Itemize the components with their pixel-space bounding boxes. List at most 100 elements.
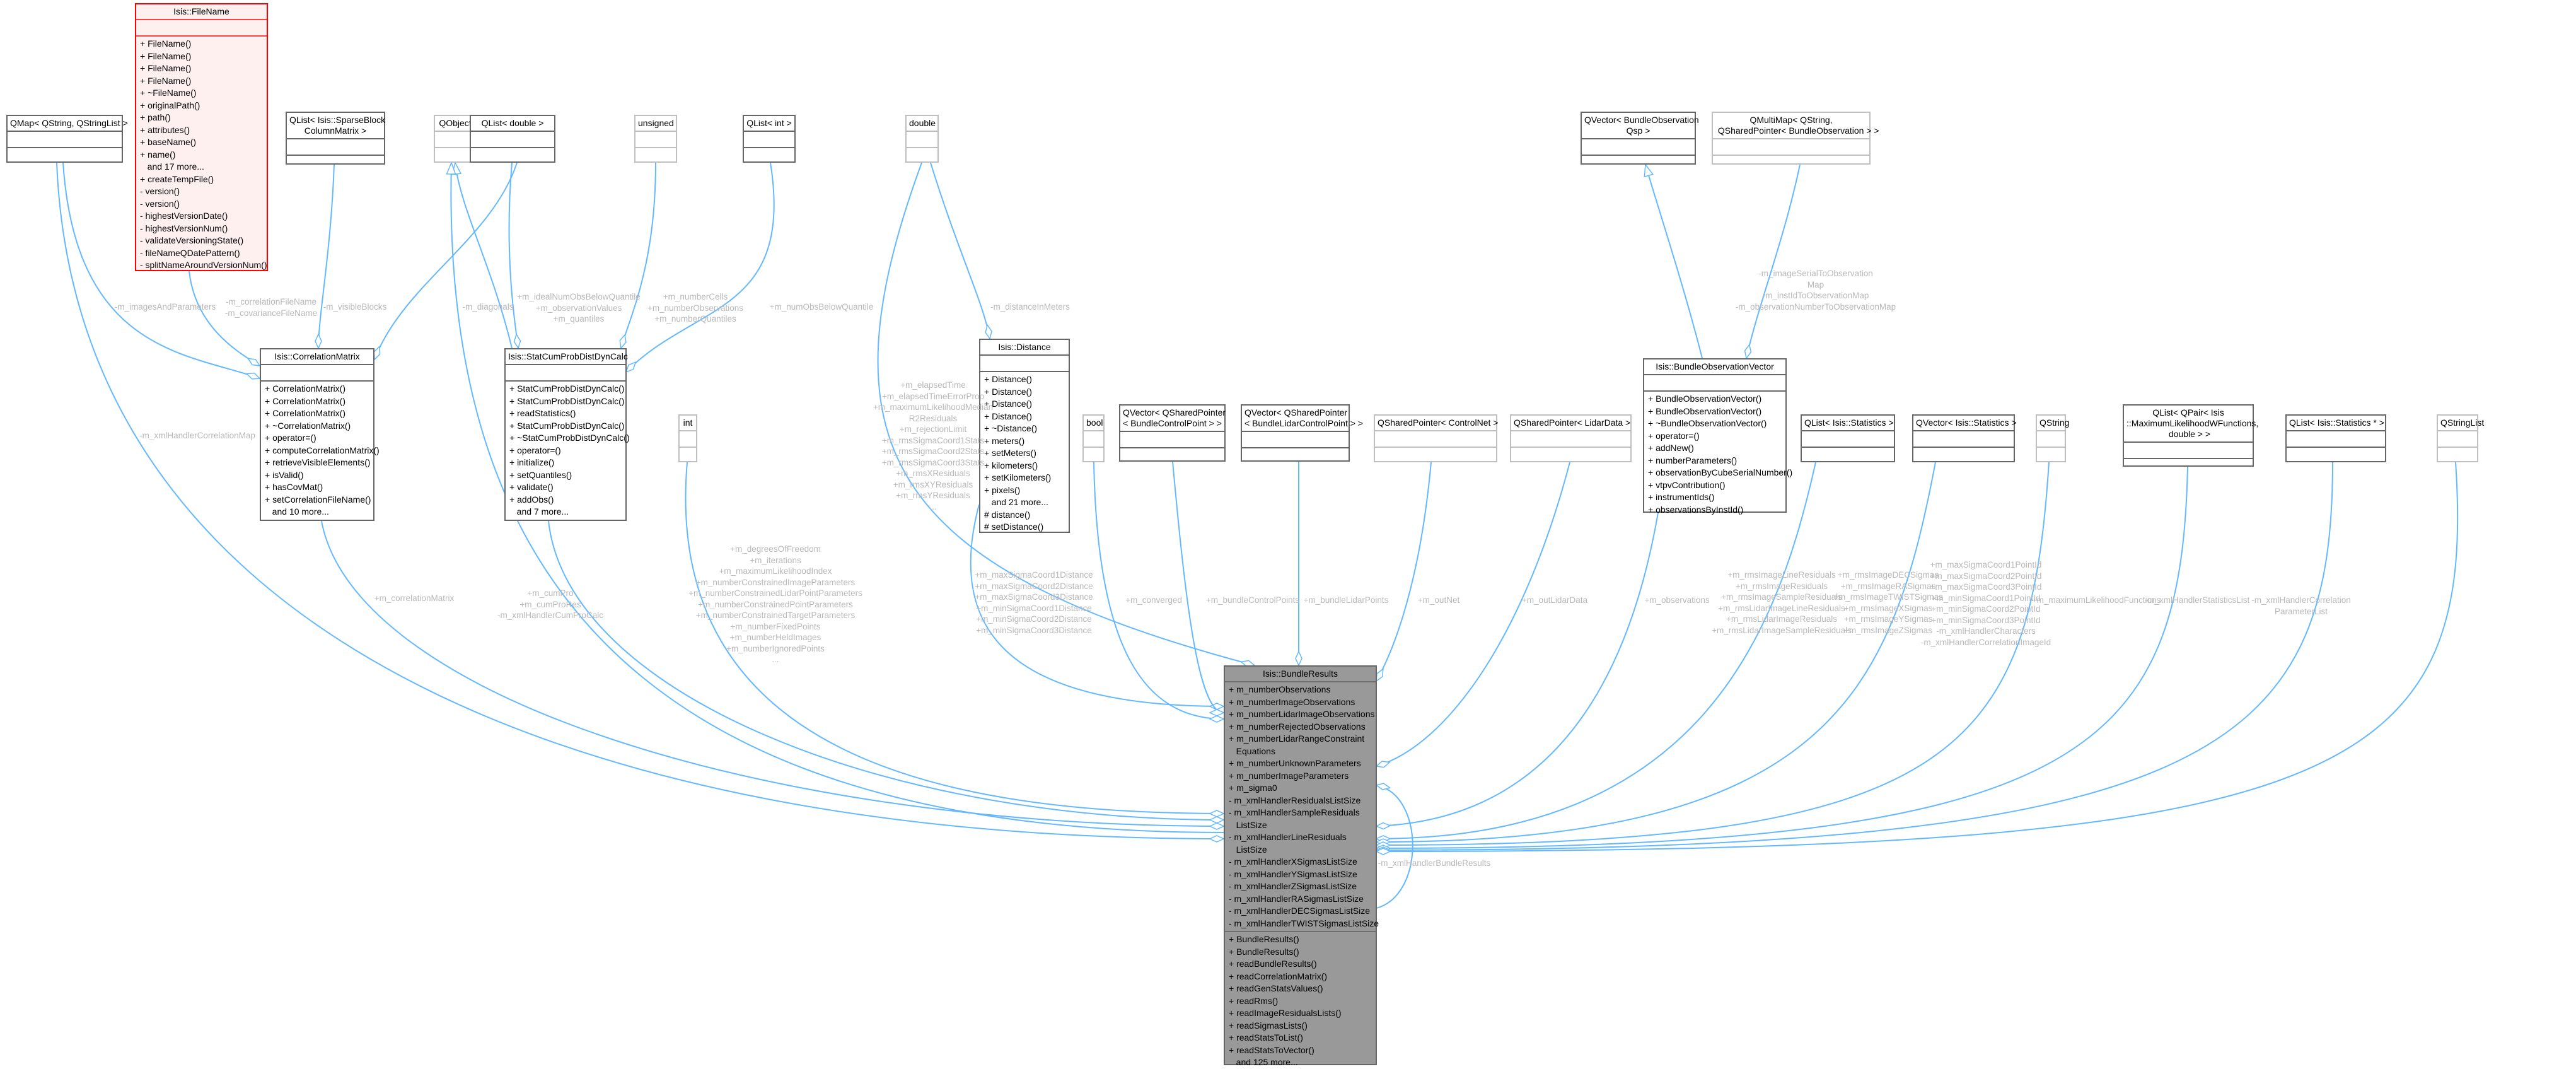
class-attribute: - m_xmlHandlerXSigmasListSize (1229, 856, 1357, 867)
class-node-qmultimap[interactable]: QMultiMap< QString, QSharedPointer< Bund… (1712, 112, 1879, 165)
class-node-unsigned[interactable]: unsigned (634, 115, 677, 163)
class-attribute: - m_xmlHandlerSampleResiduals ListSize (1229, 807, 1360, 830)
class-node-qvector-statistics[interactable]: QVector< Isis::Statistics > (1912, 414, 2017, 462)
class-node-qstringlist[interactable]: QStringList (2437, 414, 2484, 462)
class-node-statcumprobdistdyncalc[interactable]: Isis::StatCumProbDistDynCalc+ StatCumPro… (504, 348, 630, 521)
class-methods-section (471, 147, 554, 163)
class-method: + readCorrelationMatrix() (1229, 971, 1327, 981)
class-methods-section (635, 147, 676, 163)
class-methods-section (1120, 447, 1224, 464)
class-node-qmap[interactable]: QMap< QString, QStringList > (6, 115, 128, 163)
class-attributes-section (744, 131, 794, 147)
class-method: + baseName() (140, 137, 197, 147)
class-node-bundle-results[interactable]: Isis::BundleResults+ m_numberObservation… (1224, 665, 1379, 1067)
class-attributes-section (1802, 430, 1894, 447)
class-node-correlation-matrix[interactable]: Isis::CorrelationMatrix+ CorrelationMatr… (260, 348, 380, 521)
class-attributes-section (680, 430, 696, 447)
edge-label-bundle-lidar-points: +m_bundleLidarPoints (1303, 595, 1389, 605)
class-node-bundle-observation-vector[interactable]: Isis::BundleObservationVector+ BundleObs… (1643, 358, 1793, 515)
class-node-bool[interactable]: bool (1082, 414, 1105, 462)
class-node-qstring[interactable]: QString (2036, 414, 2070, 462)
class-node-shared-pointer-lidardata[interactable]: QSharedPointer< LidarData > (1510, 414, 1632, 462)
class-attribute: - m_xmlHandlerRASigmasListSize (1229, 893, 1364, 904)
class-methods-section (1511, 447, 1630, 463)
edge-label-maximum-likelihood-functions: +m_maximumLikelihoodFunctions (2031, 595, 2161, 605)
class-method: + StatCumProbDistDynCalc() (509, 420, 625, 431)
class-attribute: + m_numberObservations (1229, 684, 1331, 694)
class-methods-section (1713, 155, 1869, 171)
class-attributes-section (1120, 431, 1224, 447)
class-title: QString (2039, 418, 2070, 428)
class-node-qvector-bundle-lidar-control-point[interactable]: QVector< QSharedPointer < BundleLidarCon… (1241, 404, 1363, 462)
class-methods-section (435, 147, 475, 163)
class-methods-section: + BundleResults()+ BundleResults()+ read… (1225, 931, 1376, 1067)
class-title: unsigned (638, 118, 674, 128)
class-title: QSharedPointer< ControlNet > (1378, 418, 1499, 428)
class-methods-section (1802, 447, 1894, 463)
class-methods-section (1375, 447, 1496, 463)
class-node-qvector-bundle-control-point[interactable]: QVector< QSharedPointer < BundleControlP… (1119, 404, 1226, 462)
edge-label-double-members: +m_elapsedTime +m_elapsedTimeErrorProp +… (873, 380, 994, 511)
class-attributes-section: + m_numberObservations+ m_numberImageObs… (1225, 681, 1379, 931)
edge-qlist-statptr-to-bundle-results (1376, 462, 2333, 850)
class-node-double[interactable]: double (905, 115, 939, 163)
class-node-distance[interactable]: Isis::Distance+ Distance()+ Distance()+ … (979, 339, 1070, 533)
class-method: - fileNameQDatePattern() (140, 247, 240, 258)
class-node-qlist-qpair-maximum-likelihood[interactable]: QList< QPair< Isis ::MaximumLikelihoodWF… (2123, 404, 2258, 467)
edge-label-num-obs-below-quantile: +m_numObsBelowQuantile (769, 302, 874, 312)
class-attributes-section (471, 131, 554, 147)
class-method: and 7 more... (509, 506, 569, 517)
class-title: QList< Isis::Statistics * > (2289, 418, 2384, 428)
class-method: + validate() (509, 482, 554, 492)
edge-qstring-to-bundle-results (1376, 462, 2050, 845)
class-method: + operator=() (1648, 430, 1700, 441)
edge-double-to-bundle-results (877, 162, 1255, 665)
edge-label-visible-blocks: -m_visibleBlocks (323, 302, 387, 312)
edge-label-rms-sigmas: +m_rmsImageDECSigmas +m_rmsImageRASigmas… (1833, 570, 1943, 635)
class-attributes-section (1644, 374, 1785, 390)
class-node-qvector-bundle-observation-qsp[interactable]: QVector< BundleObservation Qsp > (1581, 112, 1699, 165)
edge-lidardata-to-bundle-results (1376, 462, 1570, 766)
class-method: + readImageResidualsLists() (1229, 1008, 1342, 1018)
class-methods-section (744, 147, 794, 163)
class-method: + isValid() (265, 469, 304, 480)
edge-filename-to-correlation-matrix (189, 271, 260, 366)
class-method: - highestVersionDate() (140, 211, 228, 221)
class-attributes-section (261, 364, 373, 380)
class-node-shared-pointer-controlnet[interactable]: QSharedPointer< ControlNet > (1374, 414, 1499, 463)
class-method: - highestVersionNum() (140, 223, 228, 233)
class-node-filename[interactable]: Isis::FileName+ FileName()+ FileName()+ … (135, 3, 268, 271)
class-method: + addObs() (509, 494, 554, 505)
class-node-qobject[interactable]: QObject (434, 115, 477, 163)
edge-label-number-cells: +m_numberCells +m_numberObservations +m_… (647, 292, 743, 324)
class-node-qlist-statistics-pointer[interactable]: QList< Isis::Statistics * > (2285, 414, 2386, 462)
edge-label-correlation-matrix: +m_correlationMatrix (374, 593, 455, 603)
class-method: + Distance() (984, 411, 1032, 421)
class-method: + operator=() (509, 445, 561, 455)
class-method: + BundleResults() (1229, 934, 1299, 944)
class-node-qlist-int[interactable]: QList< int > (743, 115, 796, 163)
class-title: Isis::StatCumProbDistDynCalc (508, 351, 628, 361)
class-attribute: - m_xmlHandlerYSigmasListSize (1229, 868, 1357, 879)
edge-label-statistics-list: -m_xmlHandlerStatisticsList (2144, 595, 2250, 605)
class-methods-section (1084, 447, 1103, 463)
class-attributes-section (980, 354, 1069, 371)
edge-label-rms-residuals: +m_rmsImageLineResiduals +m_rmsImageResi… (1712, 570, 1852, 635)
edge-qlist-stat-to-bundle-results (1376, 462, 1816, 839)
class-method: + attributes() (140, 124, 190, 135)
class-node-int[interactable]: int (678, 414, 697, 462)
class-method: + StatCumProbDistDynCalc() (509, 383, 625, 394)
class-node-qlist-sparse-block[interactable]: QList< Isis::SparseBlock ColumnMatrix > (286, 112, 385, 165)
class-attribute: + m_numberUnknownParameters (1229, 758, 1361, 768)
class-method: + observationByCubeSerialNumber() (1648, 467, 1793, 477)
class-method: + hasCovMat() (265, 482, 323, 492)
class-title: Isis::Distance (998, 342, 1051, 352)
class-node-qlist-statistics[interactable]: QList< Isis::Statistics > (1801, 414, 1895, 462)
class-attributes-section (1511, 430, 1630, 447)
class-node-qlist-double[interactable]: QList< double > (470, 115, 555, 163)
class-attributes-section (506, 364, 625, 380)
class-title: double (909, 118, 936, 128)
class-method: and 10 more... (265, 506, 329, 517)
edge-label-converged: +m_converged (1125, 595, 1182, 605)
class-attributes-section (907, 131, 937, 147)
